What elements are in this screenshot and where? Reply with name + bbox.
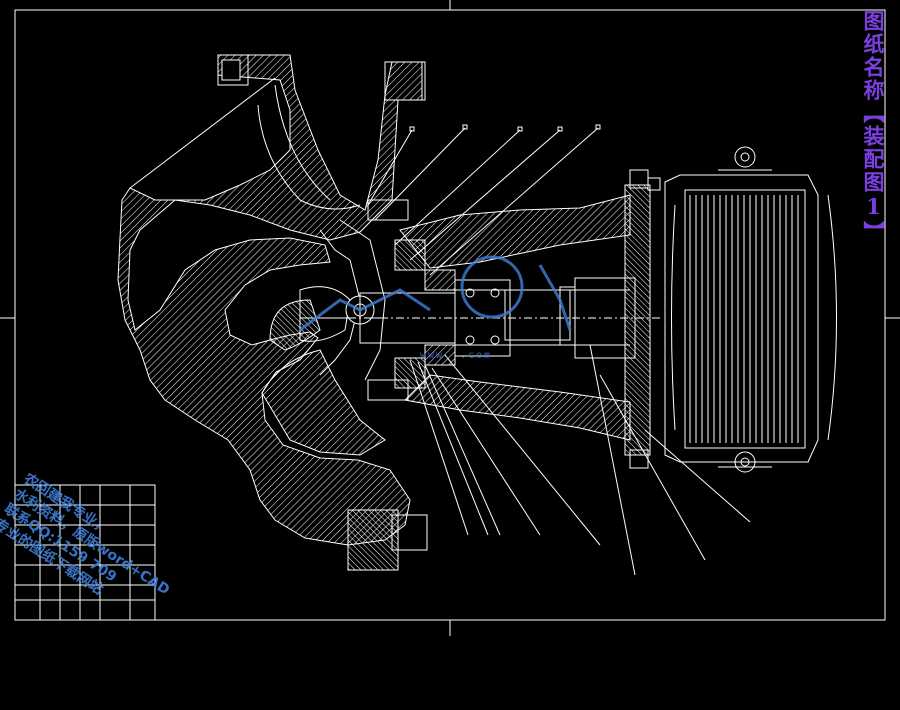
leader-lines-bottom <box>409 344 751 576</box>
bearing-seals <box>367 199 456 401</box>
pump-shaft <box>300 277 660 359</box>
leader-lines-top <box>129 77 601 276</box>
drawing-title: 图纸名称【装配图1】 <box>861 10 886 244</box>
watermark-url: www. .com <box>420 350 493 361</box>
pump-casing <box>117 54 428 571</box>
title-block <box>14 484 156 621</box>
motor-cooling-fins <box>689 195 799 443</box>
watermark-logo <box>299 255 572 332</box>
motor <box>664 146 837 473</box>
drawing-canvas <box>0 0 900 636</box>
drawing-frame <box>0 0 900 636</box>
bearing-bracket <box>399 169 661 469</box>
